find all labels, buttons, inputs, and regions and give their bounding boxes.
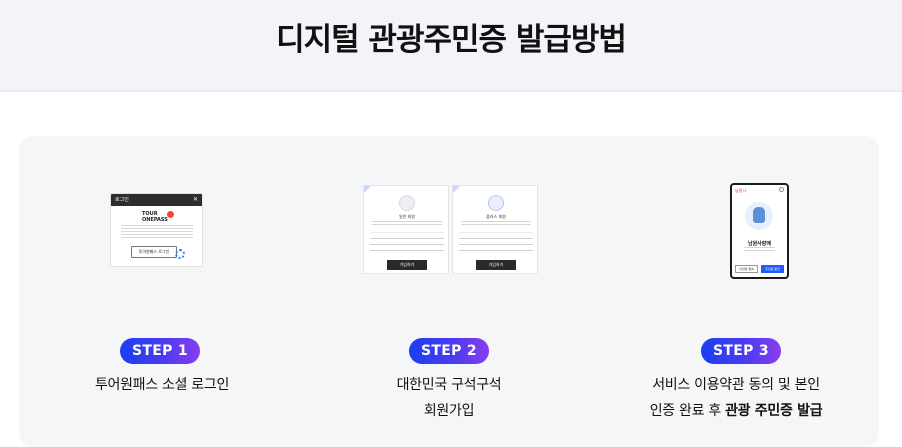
phone-header: 남원시 [735, 188, 747, 193]
form-checklist [459, 238, 533, 252]
gear-icon [779, 187, 784, 192]
tour-onepass-logo: TOUR ONEPASS [142, 211, 168, 223]
tour-onepass-mark-icon [167, 211, 174, 218]
close-icon: ✕ [192, 196, 198, 203]
form-description [372, 221, 442, 227]
step-badge: STEP 1 [120, 338, 200, 364]
step-description-line: 투어원패스 소셜 로그인 [94, 377, 230, 393]
step-3: 남원시 남원사랑애 이전에 접속 주민증 발급 STEP 3 서비스 이용약관 … [593, 136, 879, 447]
user-icon [399, 195, 415, 211]
phone-illustration: 남원시 남원사랑애 이전에 접속 주민증 발급 [730, 183, 789, 279]
login-window-illustration: 로그인 ✕ TOUR ONEPASS 투어원패스 로그인 [110, 193, 203, 267]
logo-line-1: TOUR [142, 211, 158, 217]
step-2: 일반 회원 가입하기 플러스 회원 가입하기 STEP 2 대한민국 구석구석 … [306, 136, 592, 447]
header-band [0, 0, 902, 92]
resident-card-name: 남원사랑애 [747, 241, 771, 247]
step-description: 투어원패스 소셜 로그인 [19, 372, 305, 398]
logo-line-2: ONEPASS [142, 217, 168, 223]
step-description-line: 인증 완료 후 관광 주민증 발급 [593, 398, 879, 424]
divider [459, 232, 533, 233]
step-description-line: 대한민국 구석구석 [396, 377, 502, 393]
step-description: 서비스 이용약관 동의 및 본인 인증 완료 후 관광 주민증 발급 [593, 372, 879, 424]
general-member-form-illustration: 일반 회원 가입하기 [363, 185, 449, 274]
step-description-line: 서비스 이용약관 동의 및 본인 [652, 377, 820, 393]
onepass-login-button: 투어원패스 로그인 [131, 246, 177, 258]
step-badge: STEP 2 [409, 338, 489, 364]
page-title: 디지털 관광주민증 발급방법 [276, 22, 627, 58]
step-description: 대한민국 구석구석 회원가입 [306, 372, 592, 424]
plus-user-icon [488, 195, 504, 211]
join-button: 가입하기 [476, 260, 516, 270]
step-description-bold: 관광 주민증 발급 [725, 403, 823, 419]
plus-member-form-illustration: 플러스 회원 가입하기 [452, 185, 538, 274]
corner-decoration [364, 186, 371, 193]
step-description-line: 회원가입 [423, 403, 475, 419]
form-description [461, 221, 531, 227]
form-title: 일반 회원 [399, 214, 415, 219]
phone-primary-button: 주민증 발급 [761, 265, 784, 273]
step-description-plain: 인증 완료 후 [649, 403, 726, 419]
divider [370, 232, 444, 233]
loading-cursor-icon [175, 249, 185, 259]
form-checklist [370, 238, 444, 252]
step-1: 로그인 ✕ TOUR ONEPASS 투어원패스 로그인 STEP 1 투어원패… [19, 136, 305, 447]
form-title: 플러스 회원 [486, 214, 506, 219]
card-details [744, 247, 775, 253]
join-button: 가입하기 [387, 260, 427, 270]
login-window-title: 로그인 [115, 197, 129, 203]
corner-decoration [453, 186, 460, 193]
phone-secondary-button: 이전에 접속 [735, 265, 758, 273]
mascot-icon [753, 207, 765, 223]
login-description-text [121, 225, 193, 238]
steps-panel: 로그인 ✕ TOUR ONEPASS 투어원패스 로그인 STEP 1 투어원패… [19, 136, 879, 447]
login-window-header: 로그인 ✕ [111, 194, 202, 206]
step-badge: STEP 3 [701, 338, 781, 364]
